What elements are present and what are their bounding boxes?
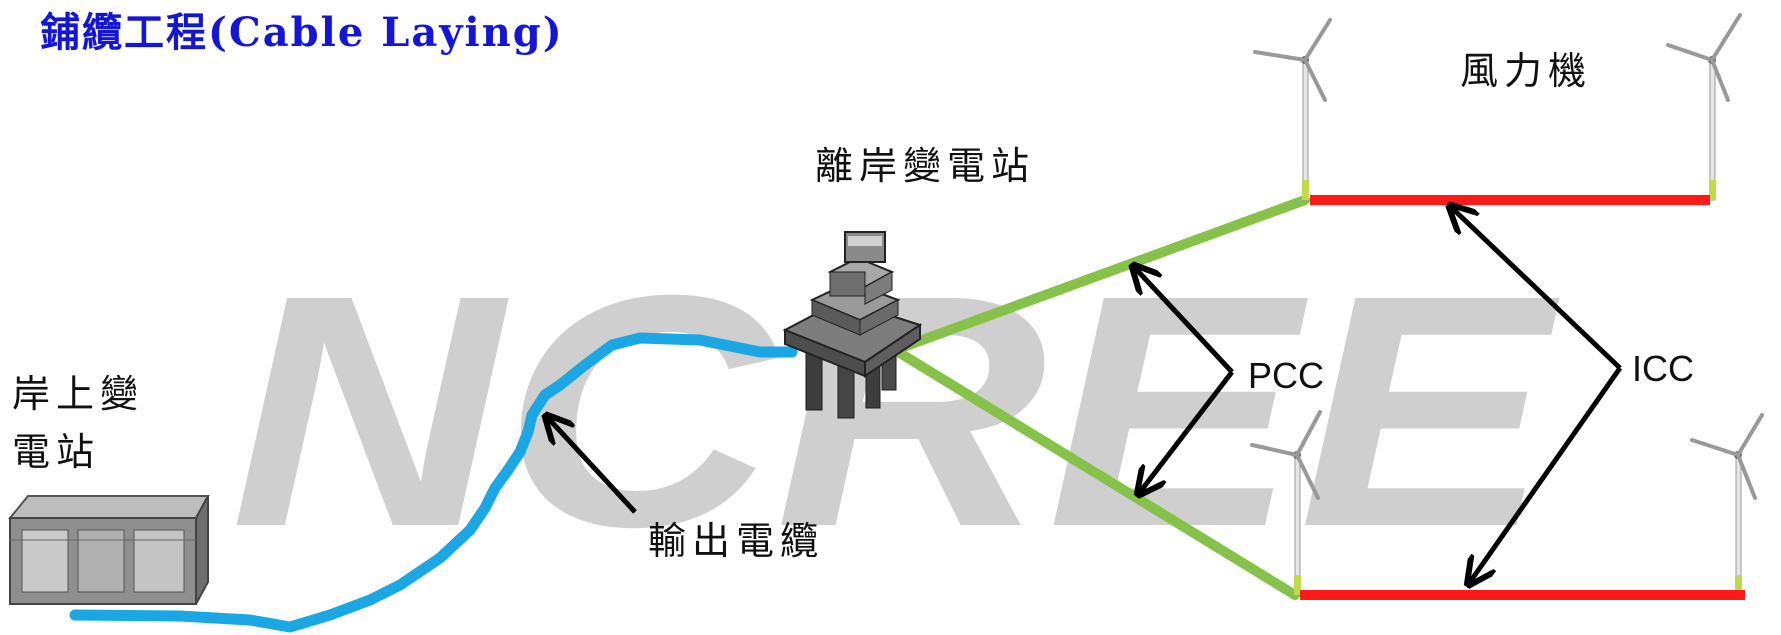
wind-turbine-icon	[1253, 18, 1332, 201]
onshore-substation-icon	[7, 495, 210, 605]
export-cable-label: 輸出電纜	[648, 519, 825, 563]
onshore-substation-label-line2: 電站	[12, 430, 101, 474]
ncree-watermark: NCREE	[230, 226, 1564, 595]
icc-arrows	[1452, 208, 1623, 582]
pcc-arrows	[1135, 268, 1234, 492]
wind-turbines-label: 風力機	[1460, 49, 1593, 93]
icc-label: ICC	[1632, 348, 1694, 389]
offshore-substation-label: 離岸變電站	[815, 144, 1036, 188]
offshore-substation-icon	[782, 231, 923, 419]
onshore-substation-label-line1: 岸上變	[12, 372, 145, 416]
pcc-label: PCC	[1248, 355, 1325, 396]
icc-cables	[1300, 195, 1745, 600]
page-title: 鋪纜工程(Cable Laying)	[40, 9, 564, 56]
export-cable-arrow	[548, 418, 637, 514]
export-cable	[69, 332, 798, 633]
wind-turbine-icon	[1690, 413, 1764, 596]
wind-turbine-icon	[1666, 13, 1742, 201]
onshore-substation-label: 岸上變 電站	[12, 365, 144, 481]
wind-turbine-icon	[1250, 410, 1322, 596]
pcc-cables	[890, 195, 1310, 600]
